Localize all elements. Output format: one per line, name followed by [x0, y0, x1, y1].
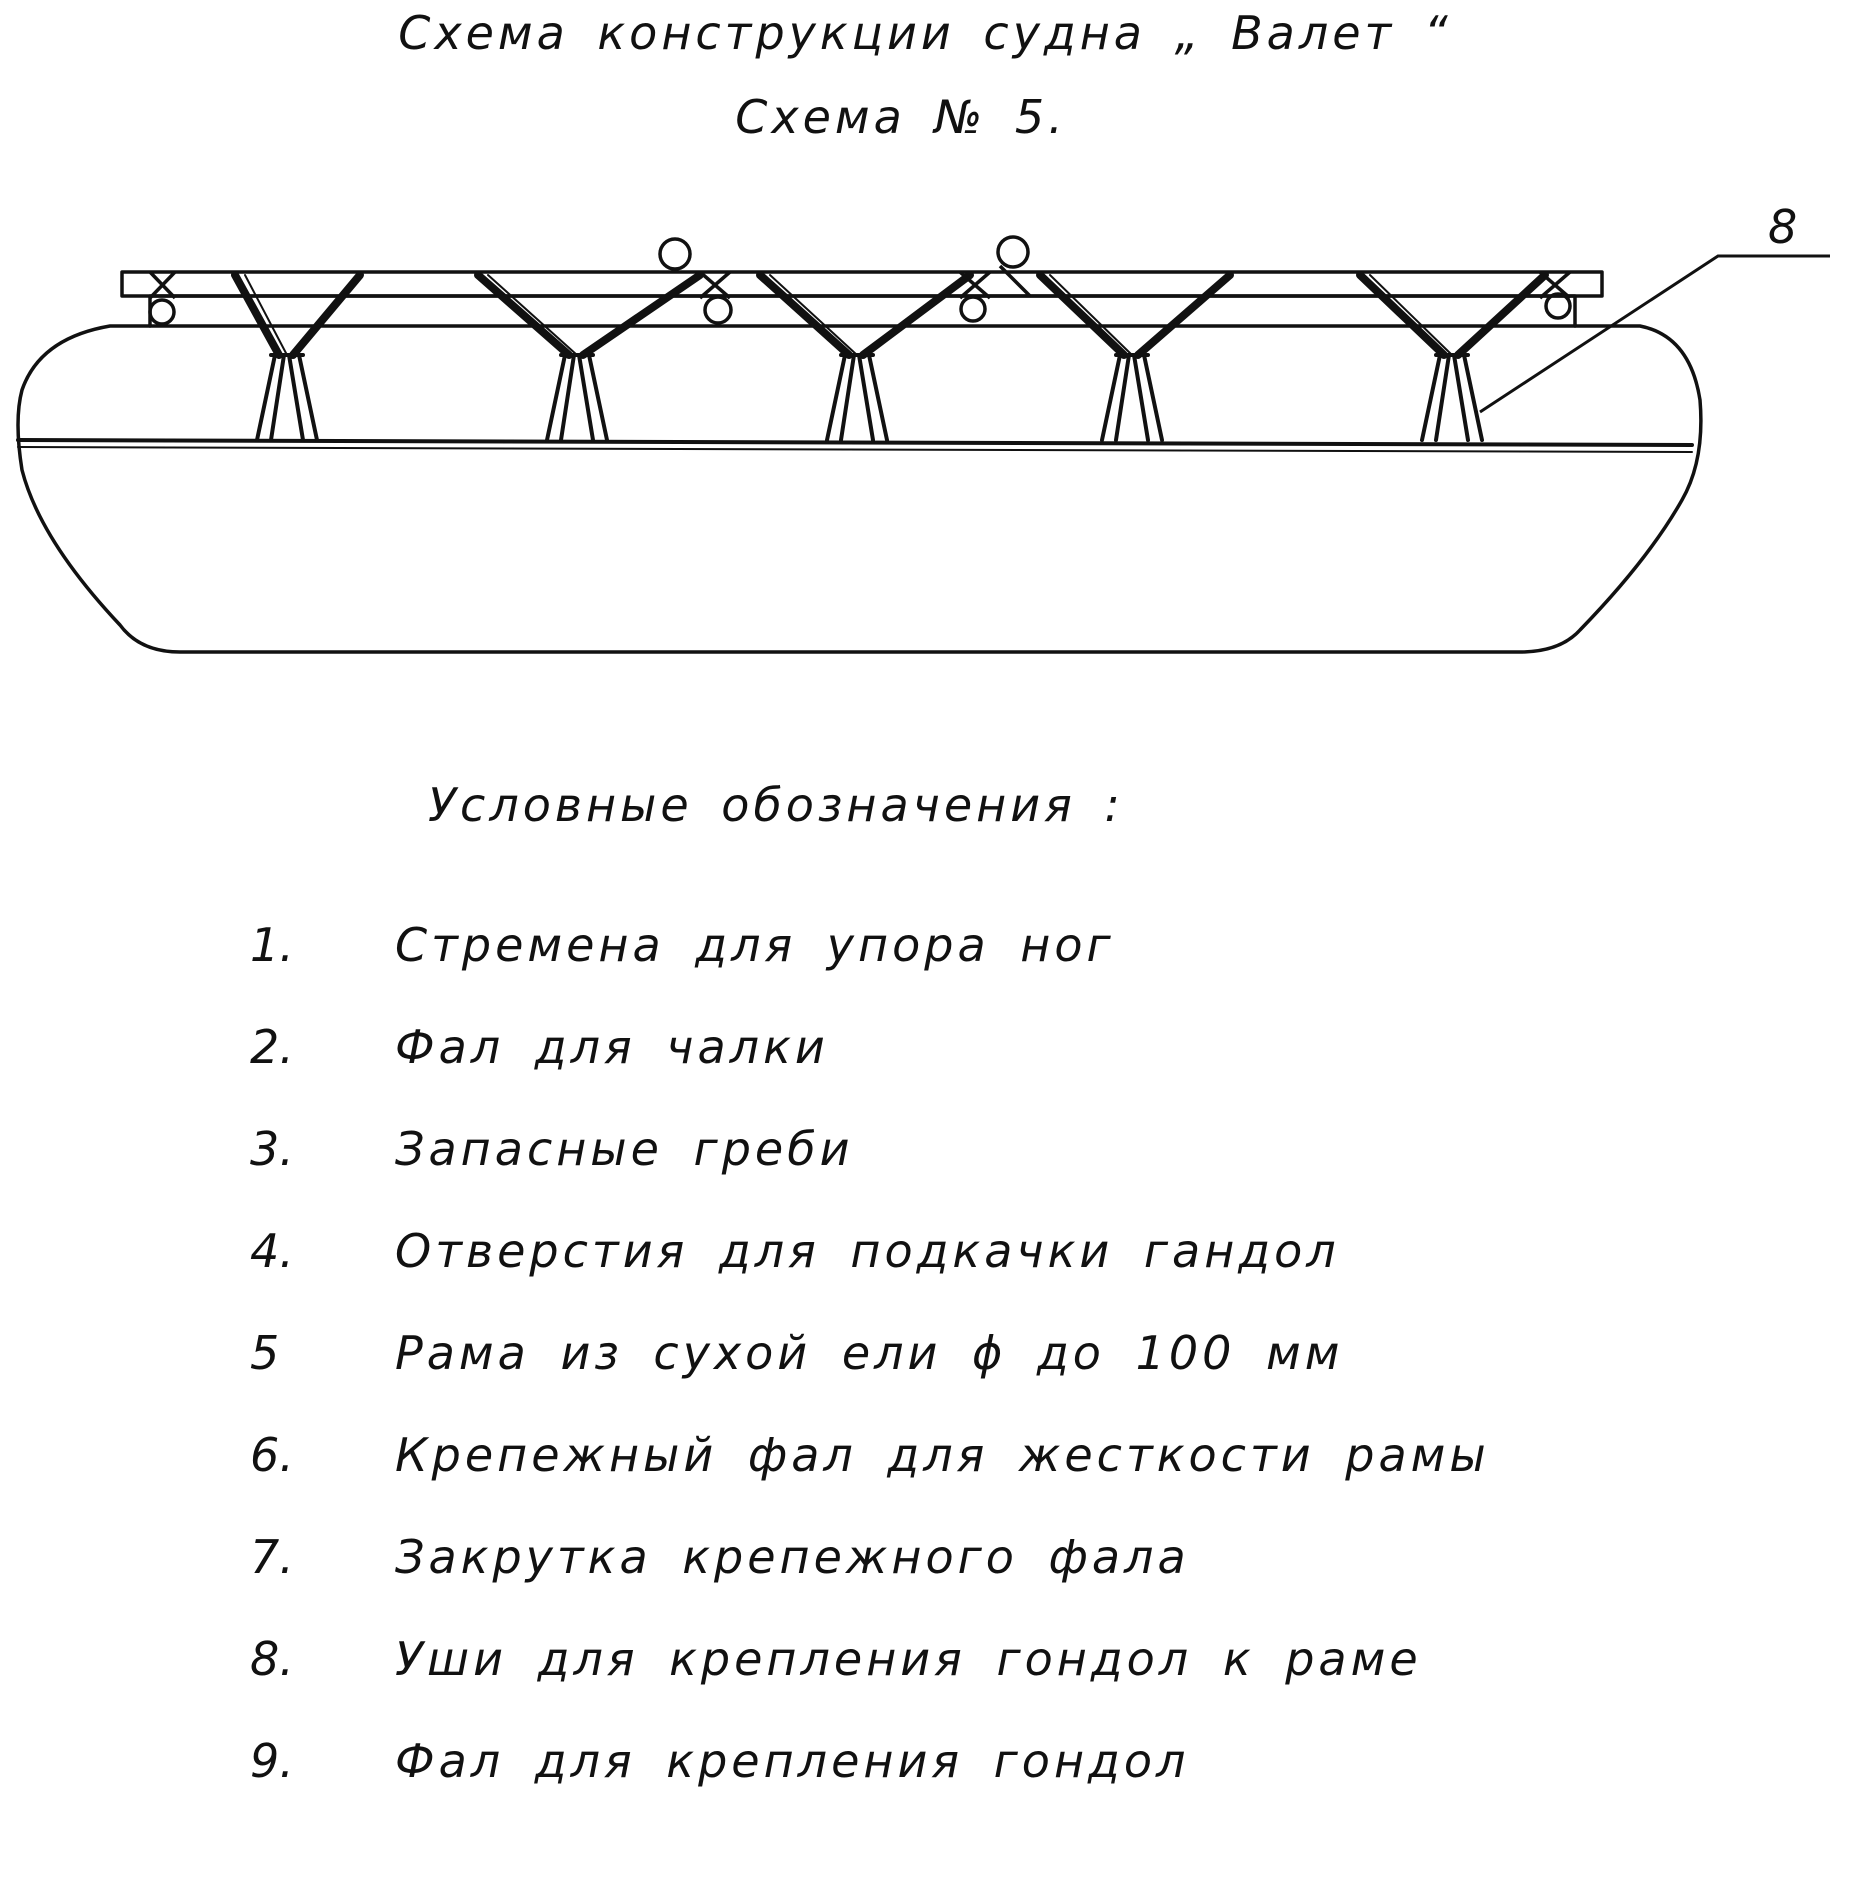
legend-item-number: 3.	[250, 1122, 294, 1176]
callout-leader	[1479, 254, 1830, 414]
diagram-title: Схема конструкции судна „ Валет “	[398, 6, 1452, 60]
post-right-inner	[1132, 353, 1150, 442]
legend-item-number: 5	[250, 1326, 280, 1380]
ring-eye	[703, 295, 733, 325]
legend-item-number: 6.	[250, 1428, 294, 1482]
legend-item-number: 7.	[250, 1530, 294, 1584]
tie-cross	[148, 270, 177, 300]
frame-brace-right	[1134, 271, 1234, 359]
frame-brace-left	[1356, 271, 1448, 359]
deck-line	[16, 438, 1694, 447]
legend-item-number: 1.	[250, 918, 294, 972]
frame-brace-right	[289, 271, 364, 359]
callout-label-8: 8	[1768, 200, 1798, 254]
post-left-inner	[559, 353, 576, 442]
ring-eye	[148, 298, 176, 326]
post-right-outer	[297, 353, 319, 442]
vessel-drawing	[16, 235, 1830, 654]
post-right-inner	[577, 353, 595, 442]
post-right-outer	[867, 353, 889, 442]
frame-brace-left	[756, 271, 853, 359]
ring-eye	[959, 295, 987, 323]
frame-brace-left-edge	[769, 274, 858, 356]
legend-heading: Условные обозначения :	[428, 778, 1124, 832]
post-left-outer	[545, 353, 567, 442]
post-left-outer	[1100, 353, 1122, 442]
post-right-outer	[1462, 353, 1484, 442]
frame-brace-left-edge	[487, 274, 578, 356]
legend-item-text: Крепежный фал для жесткости рамы	[395, 1428, 1490, 1482]
legend-item-text: Отверстия для подкачки гандол	[395, 1224, 1340, 1278]
legend-item-number: 2.	[250, 1020, 294, 1074]
diagram-subtitle: Схема № 5.	[735, 90, 1067, 144]
frame-brace-left-edge	[1369, 274, 1453, 356]
post-left-outer	[825, 353, 847, 442]
legend-item-text: Фал для крепления гондол	[395, 1734, 1190, 1788]
post-left-inner	[1434, 353, 1451, 442]
frame-brace-right	[579, 271, 704, 359]
frame-brace-right	[859, 271, 974, 359]
tie-cross	[1538, 270, 1572, 300]
post-right-inner	[857, 353, 875, 442]
post-right-outer	[1142, 353, 1164, 442]
legend-item-text: Рама из сухой ели ϕ до 100 мм	[395, 1326, 1344, 1380]
post-right-inner	[287, 353, 305, 442]
post-right-outer	[587, 353, 609, 442]
legend-item-text: Запасные греби	[395, 1122, 854, 1176]
legend-item-text: Уши для крепления гондол к раме	[395, 1632, 1422, 1686]
legend-item-text: Закрутка крепежного фала	[395, 1530, 1190, 1584]
legend-item-number: 8.	[250, 1632, 294, 1686]
tie-cross	[958, 270, 992, 300]
legend-item-number: 4.	[250, 1224, 294, 1278]
post-left-outer	[255, 353, 277, 442]
frame-brace-left	[474, 271, 573, 359]
legend-item-number: 9.	[250, 1734, 294, 1788]
post-left-inner	[269, 353, 286, 442]
post-left-outer	[1420, 353, 1442, 442]
ring-eye	[996, 235, 1030, 269]
legend-item-text: Фал для чалки	[395, 1020, 829, 1074]
post-right-inner	[1452, 353, 1470, 442]
legend-item-text: Стремена для упора ног	[395, 918, 1115, 972]
frame-brace-left	[1036, 271, 1128, 359]
post-left-inner	[839, 353, 856, 442]
frame-brace-left-edge	[244, 274, 288, 356]
post-left-inner	[1114, 353, 1131, 442]
tie-cross	[998, 264, 1032, 298]
tie-cross	[698, 270, 732, 300]
frame-brace-right	[1454, 271, 1549, 359]
pontoon-hull	[16, 324, 1703, 654]
frame-brace-left	[231, 271, 283, 359]
frame-brace-left-edge	[1049, 274, 1133, 356]
ring-eye	[658, 237, 692, 271]
ring-eye	[1544, 292, 1572, 320]
